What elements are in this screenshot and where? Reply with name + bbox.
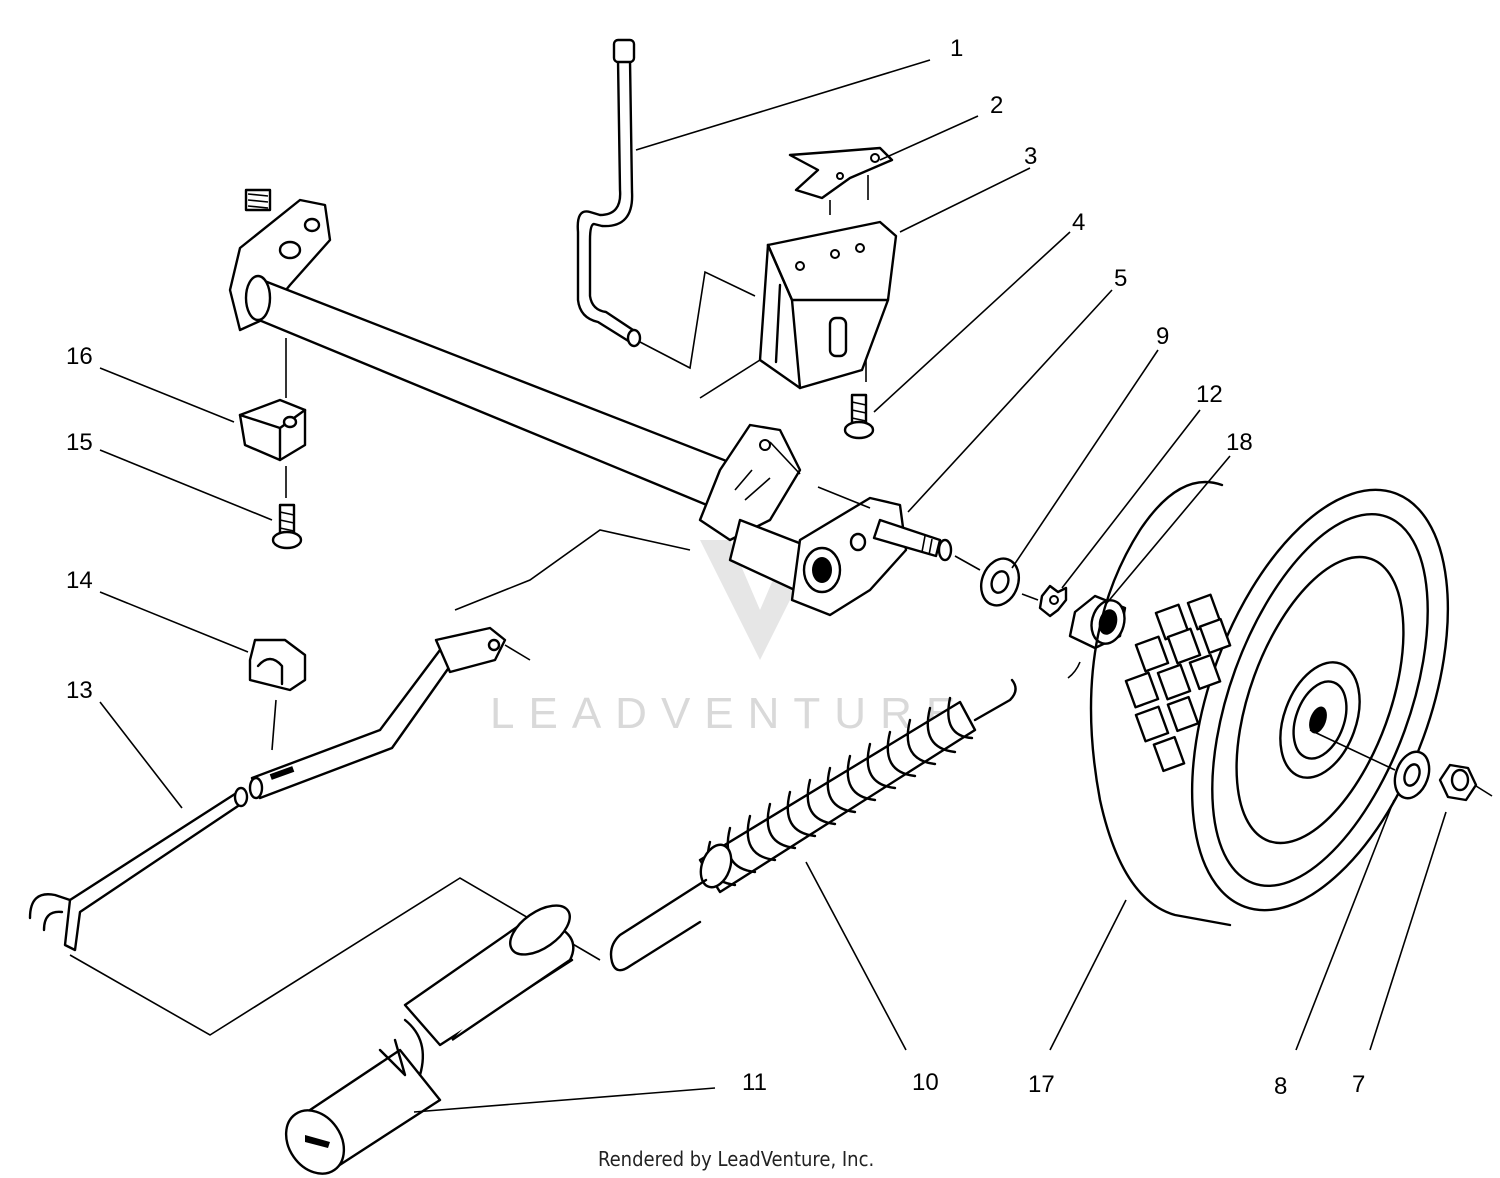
callout-13: 13 bbox=[66, 677, 93, 704]
part-17-wheel bbox=[1089, 480, 1450, 927]
callout-17: 17 bbox=[1028, 1071, 1055, 1098]
axle-assembly bbox=[228, 188, 953, 617]
watermark: LEADVENTURE bbox=[490, 540, 969, 738]
callout-4: 4 bbox=[1072, 209, 1085, 236]
callout-2: 2 bbox=[990, 92, 1003, 119]
part-1-lever-rod bbox=[576, 38, 756, 370]
part-16-block bbox=[238, 338, 307, 498]
part-3-bracket bbox=[699, 220, 898, 399]
callout-9: 9 bbox=[1156, 323, 1169, 350]
callout-18: 18 bbox=[1226, 429, 1253, 456]
watermark-text: LEADVENTURE bbox=[490, 689, 969, 738]
callout-5: 5 bbox=[1114, 265, 1127, 292]
callout-12: 12 bbox=[1196, 381, 1223, 408]
callout-8: 8 bbox=[1274, 1073, 1287, 1100]
part-2-clip bbox=[788, 146, 894, 215]
bent-rod bbox=[248, 529, 691, 800]
callout-14: 14 bbox=[66, 567, 93, 594]
callout-15: 15 bbox=[66, 429, 93, 456]
part-15-screw bbox=[271, 503, 303, 550]
callout-7: 7 bbox=[1352, 1071, 1365, 1098]
callout-1: 1 bbox=[950, 35, 963, 62]
part-10-spring bbox=[609, 678, 1017, 972]
part-9-washer bbox=[979, 557, 1021, 607]
callout-10: 10 bbox=[912, 1069, 939, 1096]
part-12-star-washer bbox=[1038, 584, 1068, 618]
part-11-grip bbox=[284, 904, 575, 1175]
tread-pattern bbox=[1124, 593, 1232, 773]
callout-16: 16 bbox=[66, 343, 93, 370]
callout-11: 11 bbox=[742, 1069, 767, 1096]
part-14-clip bbox=[248, 638, 307, 751]
part-4-screw bbox=[843, 393, 875, 440]
credit-text: Rendered by LeadVenture, Inc. bbox=[598, 1147, 874, 1171]
part-8-washer bbox=[1393, 750, 1431, 800]
spring-coils bbox=[706, 696, 974, 887]
part-7-nut bbox=[1438, 763, 1493, 802]
callout-numbers: 1 2 3 4 5 9 12 18 16 15 14 13 11 10 17 8… bbox=[66, 35, 1365, 1100]
callout-3: 3 bbox=[1024, 143, 1037, 170]
part-18-bushing bbox=[1068, 594, 1127, 650]
leader-lines bbox=[99, 59, 1447, 1113]
